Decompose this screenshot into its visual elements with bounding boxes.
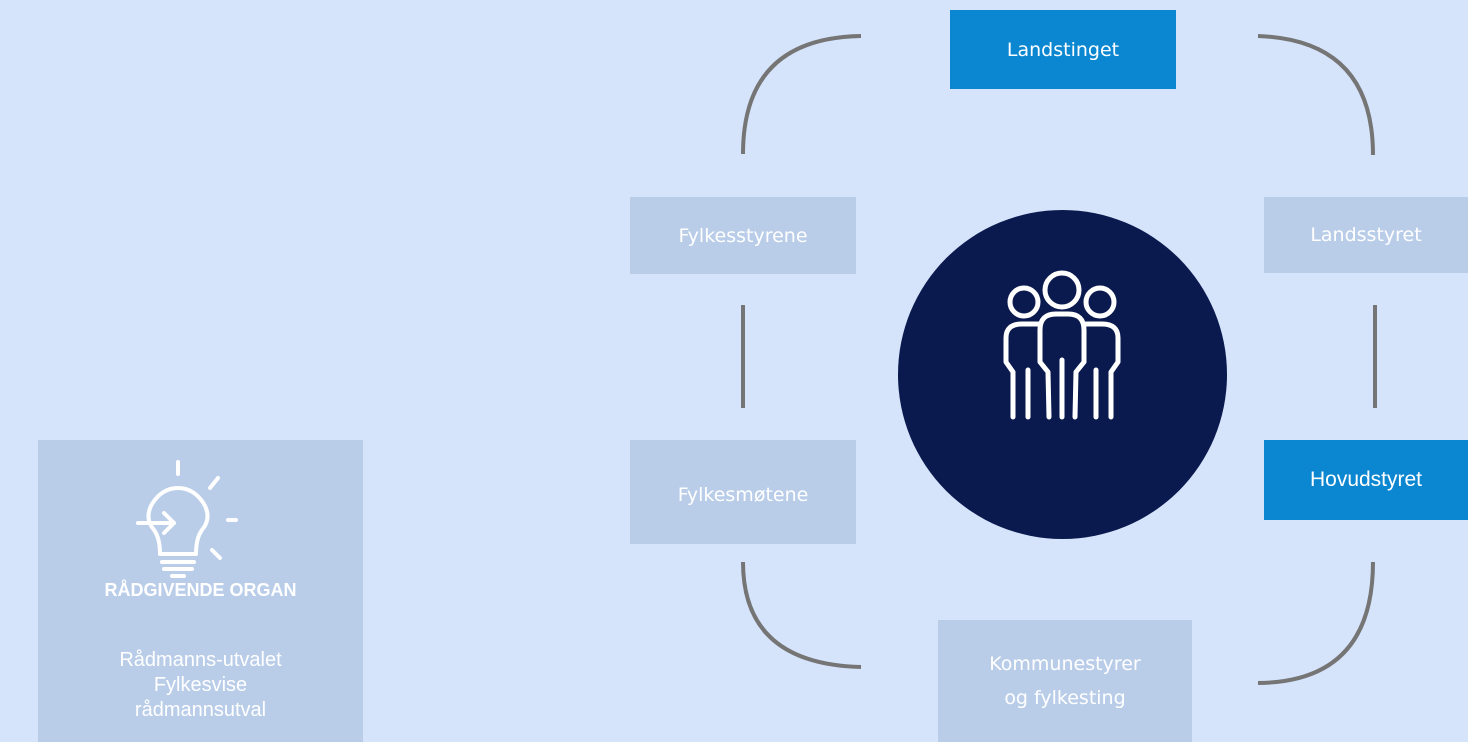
node-hovudstyret: Hovudstyret bbox=[1264, 440, 1468, 520]
advisory-member-3: rådmannsutval bbox=[134, 699, 267, 721]
advisory-member-2: Fylkesvise bbox=[153, 674, 248, 696]
node-landsstyret-label: Landsstyret bbox=[1310, 224, 1422, 246]
node-landsstyret: Landsstyret bbox=[1264, 197, 1468, 273]
node-fylkesmotene-label: Fylkesmøtene bbox=[677, 484, 809, 506]
advisory-panel: RÅDGIVENDE ORGAN Rådmanns-utvalet Fylkes… bbox=[38, 440, 363, 742]
node-hovudstyret-label: Hovudstyret bbox=[1309, 468, 1423, 491]
center-circle bbox=[898, 210, 1227, 539]
node-kommunestyrer-label-1: Kommunestyrer bbox=[989, 653, 1141, 675]
node-kommunestyrer: Kommunestyrer og fylkesting bbox=[938, 620, 1192, 742]
connector-top-left bbox=[741, 34, 862, 155]
people-group-icon bbox=[1003, 270, 1121, 420]
node-landstinget: Landstinget bbox=[950, 10, 1176, 89]
node-fylkesstyrene: Fylkesstyrene bbox=[630, 197, 856, 274]
connector-top-right bbox=[1257, 34, 1375, 156]
connector-bottom-left bbox=[741, 561, 862, 669]
advisory-member-1: Rådmanns-utvalet bbox=[119, 649, 282, 671]
node-kommunestyrer-label-2: og fylkesting bbox=[1004, 687, 1126, 709]
node-landstinget-label: Landstinget bbox=[1006, 38, 1120, 61]
lightbulb-arrow-icon bbox=[136, 460, 238, 578]
node-fylkesmotene: Fylkesmøtene bbox=[630, 440, 856, 544]
node-fylkesstyrene-label: Fylkesstyrene bbox=[678, 224, 808, 247]
advisory-members: Rådmanns-utvalet Fylkesvise rådmannsutva… bbox=[38, 648, 363, 723]
advisory-title: RÅDGIVENDE ORGAN bbox=[104, 580, 297, 600]
connector-bottom-right bbox=[1257, 561, 1375, 685]
